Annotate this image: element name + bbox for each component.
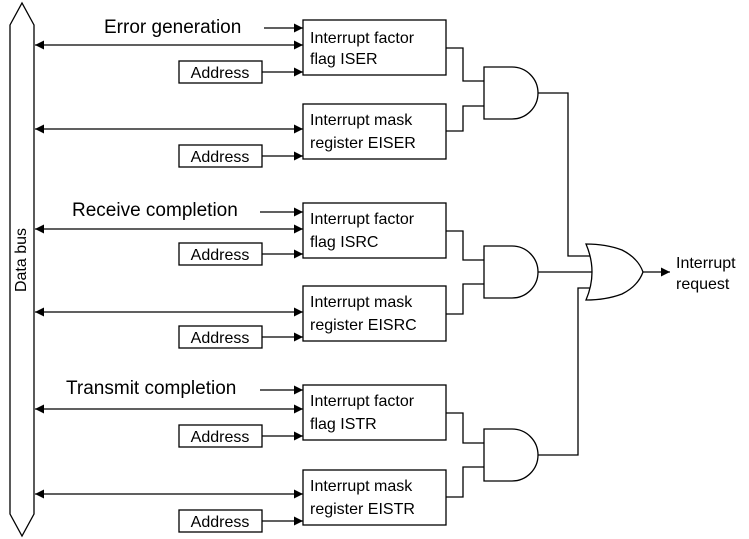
mask-line1: Interrupt mask [310, 478, 413, 495]
factor-flag-iser: Interrupt factor flag ISER [302, 19, 447, 76]
mask-line1: Interrupt mask [310, 112, 413, 129]
wire-eiser-and [446, 105, 484, 132]
wire-eisrc-and [446, 283, 484, 315]
source-label-receive: Receive completion [72, 200, 238, 221]
address-box-iser: Address [178, 60, 263, 84]
wire-and1-or [538, 92, 590, 257]
address-label: Address [191, 330, 250, 347]
factor-line2: flag ISTR [310, 416, 377, 433]
mask-line2: register EISTR [310, 501, 415, 518]
and-gate-1 [483, 66, 539, 120]
or-gate [585, 243, 644, 301]
factor-flag-istr: Interrupt factor flag ISTR [302, 384, 447, 441]
wire-iser-and [446, 47, 484, 82]
mask-register-eistr: Interrupt mask register EISTR [302, 469, 447, 526]
mask-register-eisrc: Interrupt mask register EISRC [302, 285, 447, 342]
or-section: Interrupt request [538, 92, 736, 456]
factor-line2: flag ISER [310, 51, 378, 68]
wire-istr-and [446, 412, 484, 444]
address-label: Address [191, 514, 250, 531]
group-receive: Receive completion Address Interrupt fac… [35, 200, 539, 349]
mask-line2: register EISER [310, 135, 416, 152]
group-transmit: Transmit completion Address Interrupt fa… [35, 378, 539, 533]
data-bus: Data bus [9, 1, 35, 538]
address-box-eisrc: Address [178, 325, 263, 349]
factor-flag-isrc: Interrupt factor flag ISRC [302, 202, 447, 259]
address-label: Address [191, 65, 250, 82]
and-gate-3 [483, 428, 539, 482]
address-box-eistr: Address [178, 509, 263, 533]
address-label: Address [191, 429, 250, 446]
factor-line1: Interrupt factor [310, 30, 415, 47]
source-label-transmit: Transmit completion [66, 378, 236, 399]
factor-line2: flag ISRC [310, 234, 378, 251]
mask-line1: Interrupt mask [310, 294, 413, 311]
output-label-line1: Interrupt [676, 255, 736, 272]
and-gate-2 [483, 245, 539, 299]
address-label: Address [191, 149, 250, 166]
wire-eistr-and [446, 466, 484, 498]
address-box-isrc: Address [178, 242, 263, 266]
source-label-error: Error generation [104, 17, 241, 38]
factor-line1: Interrupt factor [310, 211, 415, 228]
output-label-line2: request [676, 276, 730, 293]
address-box-istr: Address [178, 424, 263, 448]
factor-line1: Interrupt factor [310, 393, 415, 410]
group-error: Error generation Address Interrupt facto… [35, 17, 539, 168]
mask-register-eiser: Interrupt mask register EISER [302, 103, 447, 160]
mask-line2: register EISRC [310, 317, 417, 334]
wire-isrc-and [446, 230, 484, 261]
data-bus-label: Data bus [13, 228, 30, 292]
address-box-eiser: Address [178, 144, 263, 168]
address-label: Address [191, 247, 250, 264]
wire-and3-or [538, 287, 590, 456]
